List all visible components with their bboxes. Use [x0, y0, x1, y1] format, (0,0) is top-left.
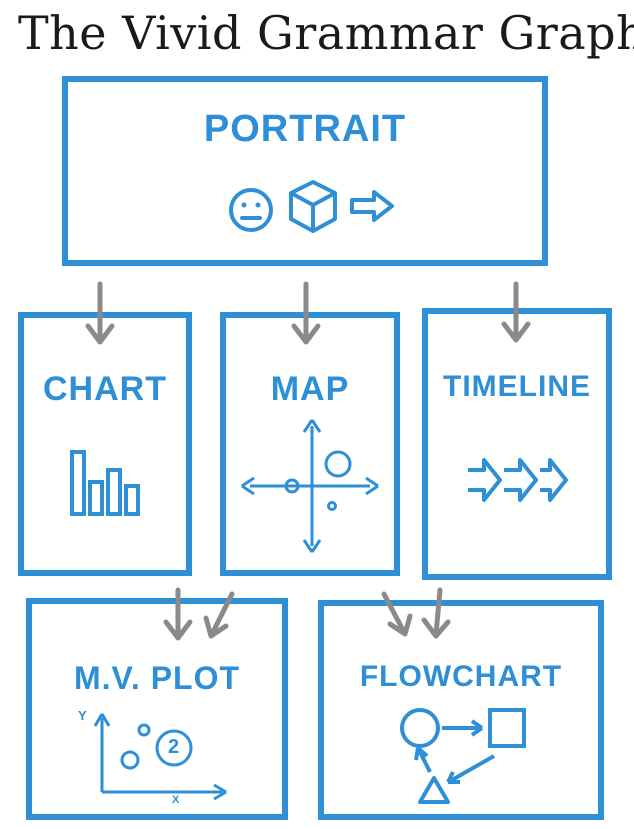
chart-node: CHART	[18, 312, 192, 576]
mv-plot-y-axis-label: Y	[78, 708, 87, 723]
arrow-right-icon	[350, 190, 394, 222]
timeline-label: TIMELINE	[443, 370, 591, 403]
arrow-portrait-to-timeline	[501, 281, 531, 343]
axes-map-icon	[241, 419, 379, 553]
arrow-portrait-to-chart	[85, 281, 115, 345]
flowchart-node: FLOWCHART	[318, 600, 604, 820]
chart-label: CHART	[43, 370, 167, 408]
portrait-label: PORTRAIT	[203, 108, 407, 150]
arrow-map-to-mv-plot	[203, 591, 235, 639]
mv-plot-node: M.V. PLOT Y X 2	[26, 598, 288, 820]
portrait-node: PORTRAIT	[62, 76, 548, 266]
map-node: MAP	[220, 312, 400, 576]
mv-plot-label: M.V. PLOT	[73, 660, 241, 696]
circle-square-triangle-flow-icon	[400, 708, 526, 804]
diagram-title: The Vivid Grammar Graph	[18, 6, 634, 60]
arrow-portrait-to-map	[291, 281, 321, 345]
timeline-node: TIMELINE	[422, 308, 612, 580]
mv-plot-x-axis-label: X	[172, 794, 180, 806]
map-label: MAP	[270, 370, 350, 408]
arrow-timeline-to-flowchart	[421, 587, 451, 639]
flowchart-label: FLOWCHART	[359, 660, 563, 693]
mv-plot-bubble-number: 2	[168, 736, 180, 758]
bubble-scatter-icon	[93, 713, 227, 801]
neutral-face-icon	[229, 188, 273, 232]
arrow-map-to-flowchart	[381, 591, 413, 637]
bar-chart-icon	[70, 450, 140, 516]
arrow-chart-to-mv-plot	[163, 587, 193, 641]
cube-icon	[289, 180, 337, 233]
chevron-arrows-icon	[468, 458, 568, 502]
